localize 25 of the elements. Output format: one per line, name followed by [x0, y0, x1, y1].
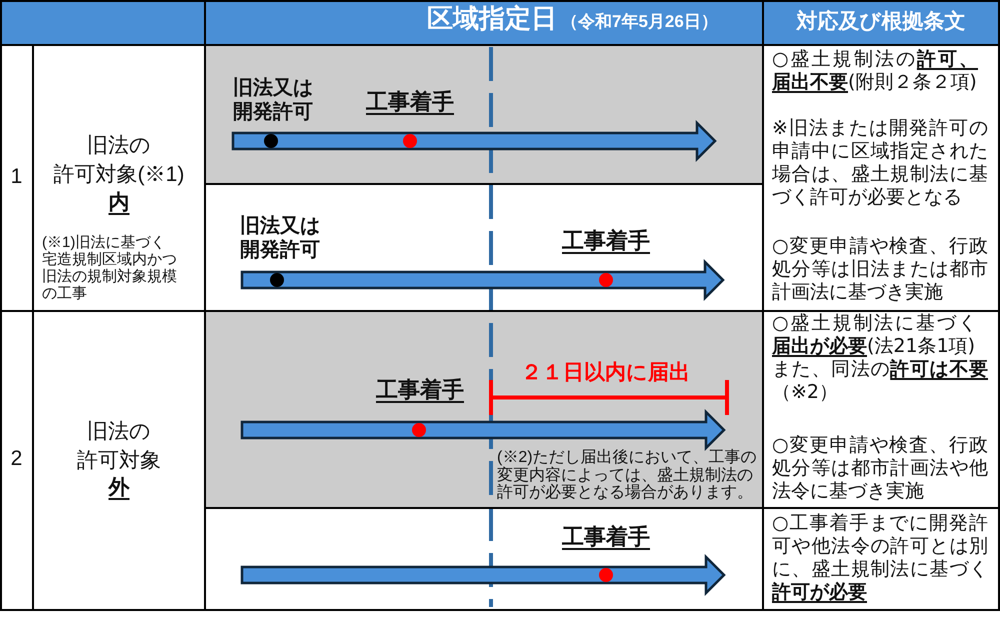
event-label: 工事着手	[562, 524, 650, 550]
note-paragraph: ○工事着手までに開発許可や他法令の許可とは別に、盛土規制法に基づく許可が必要	[772, 512, 988, 604]
column-header: 対応及び根拠条文	[795, 9, 966, 34]
note-paragraph: ○盛土規制法の許可、届出不要(附則２条２項)	[772, 48, 978, 94]
category-label: 旧法の許可対象	[76, 419, 162, 474]
category-label: 旧法の許可対象(※1)	[52, 133, 186, 188]
note-paragraph: ○盛土規制法に基づく届出が必要(法21条1項)	[772, 312, 977, 358]
period-label: ２１日以内に届出	[521, 360, 690, 386]
row-number: 1	[10, 164, 24, 190]
column-header: 区域指定日	[427, 3, 557, 34]
footnote: (※2)ただし届出後において、工事の変更内容によっては、盛土規制法の許可が必要となる場合があります。	[497, 449, 758, 502]
event-label: 旧法又は開発許可	[233, 76, 314, 124]
note-paragraph: また、同法の許可は不要（※2）	[772, 358, 988, 404]
note-paragraph: ○変更申請や検査、行政処分等は旧法または都市計画法に基づき実施	[772, 235, 988, 304]
event-label: 工事着手	[376, 377, 464, 404]
event-label: 工事着手	[366, 89, 454, 116]
note-paragraph: ※旧法または開発許可の申請中に区域指定された場合は、盛土規制法に基づく許可が必要となる	[772, 117, 988, 209]
footnote: (※1)旧法に基づく宅造規制区域内かつ旧法の規制対象規模の工事	[42, 234, 178, 302]
row-number: 2	[10, 446, 24, 472]
event-label: 工事着手	[562, 228, 650, 254]
event-label: 旧法又は開発許可	[240, 214, 321, 262]
note-paragraph: ○変更申請や検査、行政処分等は都市計画法や他法令に基づき実施	[772, 434, 988, 503]
category-keyword: 外	[107, 475, 130, 500]
header-date: （令和7年5月26日）	[561, 12, 718, 32]
category-keyword: 内	[108, 190, 130, 216]
